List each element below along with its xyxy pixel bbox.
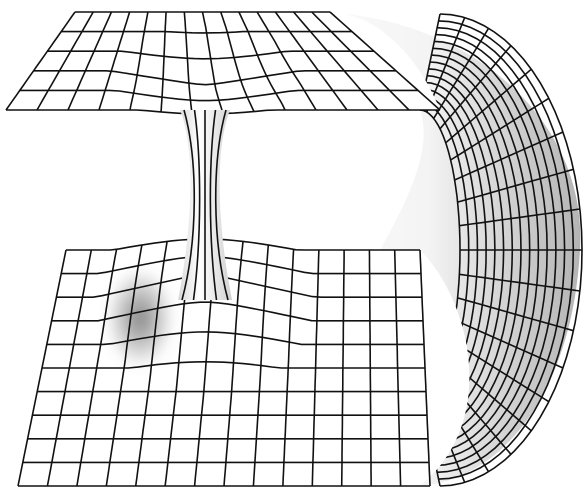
upper-sheet: [6, 12, 440, 114]
lower-sheet: [18, 239, 469, 486]
wormhole-throat: [178, 110, 232, 300]
